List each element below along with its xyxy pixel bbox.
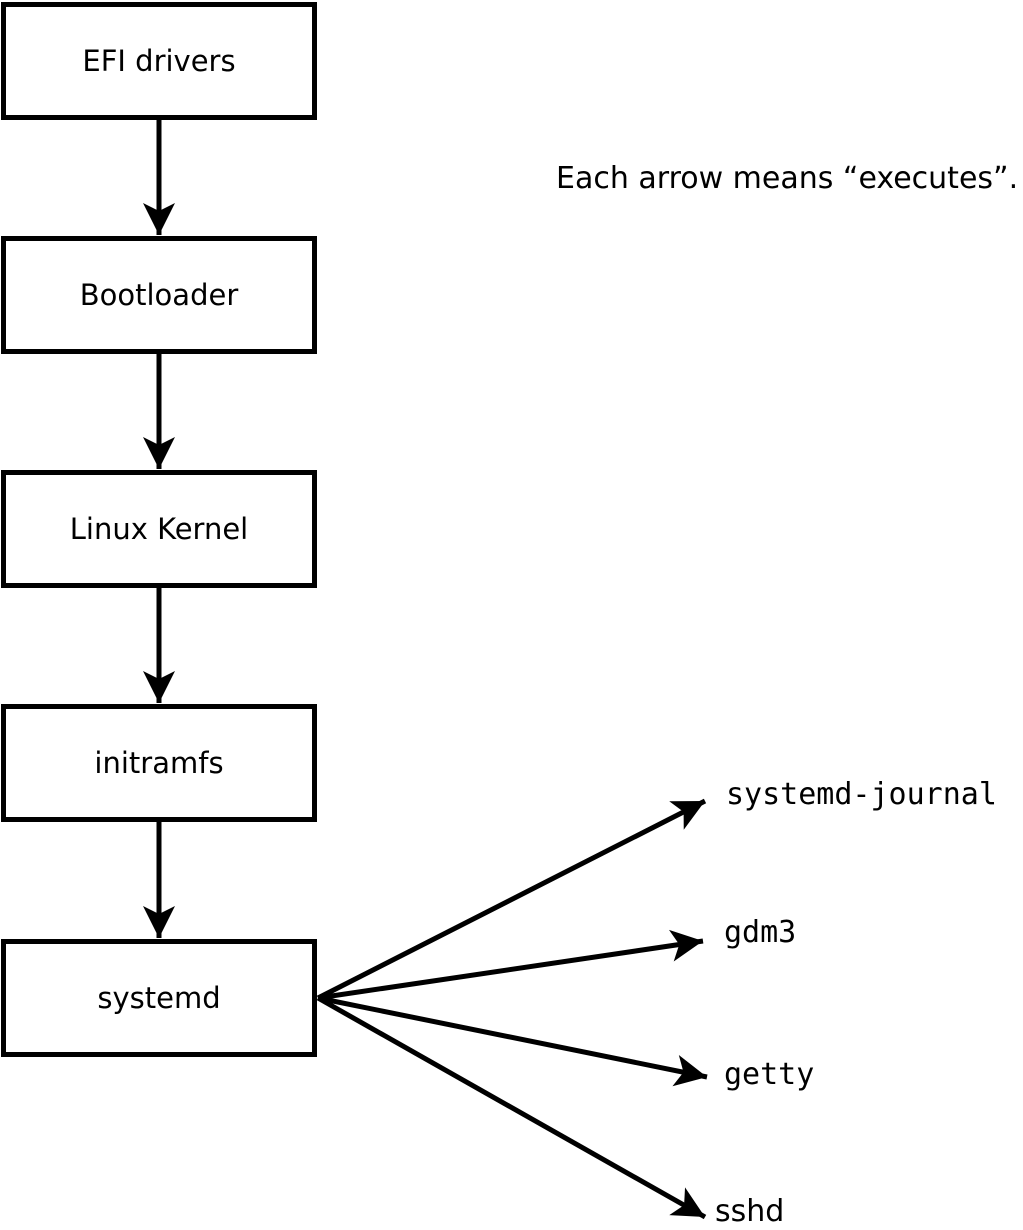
node-initramfs: initramfs xyxy=(1,704,317,822)
node-linux-kernel-label: Linux Kernel xyxy=(69,511,249,546)
node-bootloader: Bootloader xyxy=(1,236,317,354)
node-efi-drivers: EFI drivers xyxy=(1,2,317,120)
arrow-systemd-to-sshd xyxy=(316,995,707,1220)
arrow-systemd-to-gdm3 xyxy=(317,929,704,1001)
node-initramfs-label: initramfs xyxy=(94,745,224,780)
arrow-systemd-to-journal xyxy=(316,798,707,1001)
arrow-meaning-caption: Each arrow means “executes”. xyxy=(556,161,1019,196)
label-systemd-journal: systemd-journal xyxy=(726,777,997,812)
node-efi-drivers-label: EFI drivers xyxy=(82,43,236,78)
label-gdm3: gdm3 xyxy=(724,915,797,950)
label-getty: getty xyxy=(724,1057,815,1092)
arrow-systemd-to-getty xyxy=(317,995,708,1087)
node-linux-kernel: Linux Kernel xyxy=(1,470,317,588)
node-bootloader-label: Bootloader xyxy=(79,277,239,312)
label-sshd: sshd xyxy=(715,1194,785,1229)
node-systemd-label: systemd xyxy=(97,980,221,1015)
node-systemd: systemd xyxy=(1,939,317,1057)
